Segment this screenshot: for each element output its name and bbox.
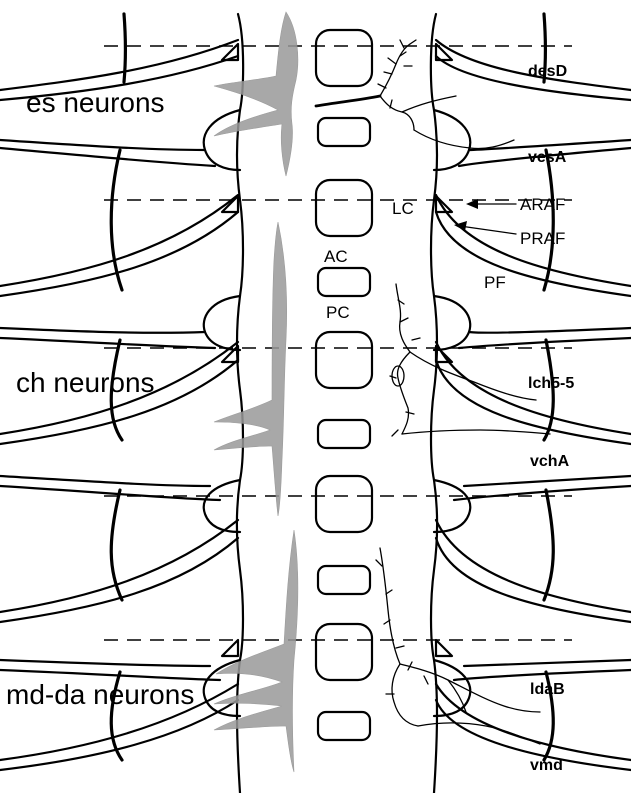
traced-ch-neuron bbox=[390, 284, 550, 436]
posterior-commissure-box bbox=[318, 118, 370, 146]
ch-neurons-label: ch neurons bbox=[16, 367, 155, 398]
tract-arrows bbox=[454, 199, 516, 234]
vmd-label: vmd bbox=[530, 757, 563, 774]
pf-label: PF bbox=[484, 273, 506, 292]
pc-label: PC bbox=[326, 303, 350, 322]
right-connective bbox=[431, 14, 470, 793]
ch-projection-field bbox=[214, 222, 287, 516]
ldaB-label: ldaB bbox=[530, 681, 565, 698]
traced-md-da-neuron bbox=[376, 548, 540, 744]
anterior-commissure-box bbox=[316, 476, 372, 532]
anterior-commissure-box bbox=[316, 30, 372, 86]
posterior-commissure-box bbox=[318, 420, 370, 448]
anterior-commissure-box bbox=[316, 332, 372, 388]
anterior-commissure-box bbox=[316, 624, 372, 680]
vesA-label: vesA bbox=[528, 149, 567, 166]
ac-label: AC bbox=[324, 247, 348, 266]
desD-label: desD bbox=[528, 63, 567, 80]
segment-boundaries bbox=[104, 46, 572, 640]
posterior-commissure-box bbox=[318, 712, 370, 740]
araf-label: ARAF bbox=[520, 195, 565, 214]
lc-label: LC bbox=[392, 199, 414, 218]
praf-label: PRAF bbox=[520, 229, 565, 248]
posterior-commissure-box bbox=[318, 566, 370, 594]
es-projection-field bbox=[214, 12, 298, 176]
vchA-label: vchA bbox=[530, 453, 570, 470]
es-neurons-label: es neurons bbox=[26, 87, 165, 118]
midline-commissures bbox=[316, 30, 372, 740]
posterior-commissure-box bbox=[318, 268, 370, 296]
tract-entry-triangles bbox=[222, 44, 452, 656]
md-da-neurons-label: md-da neurons bbox=[6, 679, 194, 710]
lch5-5-label: lch5-5 bbox=[528, 375, 574, 392]
anterior-commissure-box bbox=[316, 180, 372, 236]
projection-fields bbox=[214, 12, 298, 772]
traced-es-neuron bbox=[316, 40, 514, 149]
